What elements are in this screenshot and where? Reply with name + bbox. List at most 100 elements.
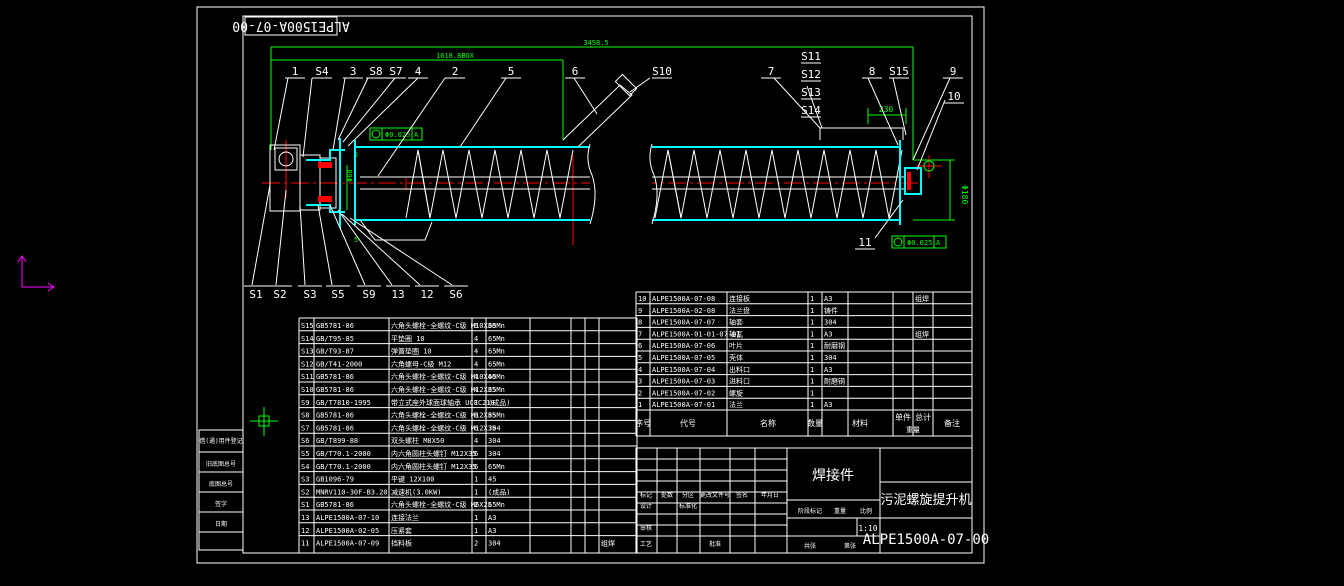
bom-left-cell: S7	[301, 424, 309, 432]
bom-right-cell: 10	[638, 295, 646, 303]
bom-right-header: 数量	[807, 418, 823, 428]
bom-left-cell: 11	[301, 540, 309, 548]
bom-right-cell: 1	[638, 401, 642, 409]
bom-left-cell: 双头螺柱 M8X50	[391, 436, 444, 445]
side-table-cell: 日期	[215, 520, 227, 528]
bom-right-cell: 2	[638, 389, 642, 397]
bom-right-cell: 1	[810, 295, 814, 303]
bom-left-cell: 65Mn	[488, 348, 505, 356]
bom-left-cell: GB5781-86	[316, 501, 354, 509]
bom-left-cell: 4	[474, 360, 478, 368]
bom-left-cell: 8	[474, 412, 478, 420]
bom-left-cell: 1	[474, 514, 478, 522]
bom-left-cell: GB5781-86	[316, 412, 354, 420]
bom-left-cell: 六角头螺栓-全螺纹-C级 M12X35	[391, 385, 496, 394]
title-block-cell: 签名	[736, 491, 748, 499]
bom-right-cell: 法兰盘	[729, 306, 750, 315]
bom-right-cell: 进料口	[729, 377, 750, 386]
assembly-type: 焊接件	[812, 467, 854, 484]
bom-left-cell: 65Mn	[488, 335, 505, 343]
bom-right-cell: 1	[810, 330, 814, 338]
dim-230-label: 230	[879, 105, 894, 114]
bom-right-header: 代号	[680, 418, 696, 428]
callout-label: 8	[869, 65, 876, 78]
bom-left-cell: 6	[474, 450, 478, 458]
right-marker	[923, 160, 935, 172]
title-block-cell: 处数	[661, 491, 673, 499]
dim-total-label: 3458.5	[583, 39, 608, 47]
bom-left-cell: S11	[301, 373, 314, 381]
bom-right-cell: ALPE1500A-07-03	[652, 378, 715, 386]
bom-left-cell: 4	[474, 437, 478, 445]
break-gap	[590, 144, 652, 224]
bom-right-header: 名称	[760, 418, 776, 428]
bom-right-cell: 出料口	[729, 365, 750, 374]
callout-label: S8	[369, 65, 382, 78]
callout-label: 9	[950, 65, 957, 78]
callout-label: 1	[292, 65, 299, 78]
bom-left-cell: 六角螺母-C级 M12	[391, 359, 451, 368]
bom-left-cell: MNRV110-30F-B3.20	[316, 488, 388, 496]
bom-left-cell: ALPE1500A-02-05	[316, 527, 379, 535]
bom-right-header: 总计	[915, 412, 931, 422]
bom-right-cell: 6	[638, 342, 642, 350]
bom-left-cell: 1	[474, 527, 478, 535]
bom-left-cell: S2	[301, 488, 309, 496]
dim-d180-label: Φ180	[960, 185, 969, 204]
bom-left-cell: 六角头螺栓-全螺纹-C级 M12X35	[391, 423, 496, 432]
title-block-cell: 第张	[844, 542, 856, 550]
callout-label: 7	[768, 65, 775, 78]
bom-left-cell: 6	[474, 322, 478, 330]
title-block-cell: 重量	[834, 507, 846, 515]
bom-left-cell: 压紧套	[391, 526, 412, 535]
bom-left-cell: 65Mn	[488, 373, 505, 381]
bom-right-cell: 壳体	[729, 353, 743, 362]
callout-label: 12	[420, 288, 433, 301]
bom-left-cell: S1	[301, 501, 309, 509]
bom-left-cell: GB/T70.1-2000	[316, 463, 371, 471]
bom-right-cell: ALPE1500A-07-04	[652, 366, 715, 374]
bom-left-cell: 13	[301, 514, 309, 522]
bom-left-cell: S5	[301, 450, 309, 458]
inlet-chute	[562, 73, 638, 148]
bom-right-cell: 9	[638, 307, 642, 315]
part-name: 污泥螺旋提升机	[880, 492, 971, 508]
title-block-cell: 设计	[640, 502, 652, 510]
bom-left-cell: GB1096-79	[316, 476, 354, 484]
bom-right-cell: ALPE1500A-07-01	[652, 401, 715, 409]
bom-left-cell: A3	[488, 527, 496, 535]
bom-left-cell: 4	[474, 373, 478, 381]
callout-label: S9	[362, 288, 375, 301]
bom-left-cell: 2	[474, 501, 478, 509]
bom-left-cell: GB5781-86	[316, 386, 354, 394]
break-lines	[587, 143, 658, 225]
screw-flights-left	[405, 149, 574, 219]
callout-label: S1	[249, 288, 262, 301]
bom-right-cell: ALPE1500A-01-01-07-01	[652, 330, 741, 338]
bom-left-cell: 平键 12X100	[391, 475, 435, 484]
drawing-number: ALPE1500A-07-00	[863, 532, 989, 548]
side-table-frame	[198, 429, 244, 551]
side-table-cell: 签字	[215, 500, 227, 508]
bom-left-cell: 4	[474, 386, 478, 394]
title-block-cell: 比例	[860, 507, 872, 515]
bom-right-cell: 1	[810, 389, 814, 397]
bom-right-cell: A3	[824, 295, 832, 303]
title-block-cell: 年月日	[761, 491, 779, 499]
title-block-cell: 审核	[640, 524, 652, 532]
bom-right-cell: 轴套	[729, 318, 743, 327]
bom-right-cell: A3	[824, 330, 832, 338]
bom-left-cell: 弹簧垫圈 10	[391, 347, 432, 356]
dim-d60-label: Φ60	[346, 169, 354, 182]
bom-left-cell: 2	[474, 540, 478, 548]
title-rev-box	[244, 16, 338, 36]
callout-label: 3	[350, 65, 357, 78]
title-block-cell: 工艺	[640, 540, 652, 548]
bom-left-cell: S12	[301, 360, 314, 368]
callout-label: 13	[391, 288, 404, 301]
leader-lines	[251, 77, 951, 286]
title-block-cell: 共张	[804, 542, 816, 550]
callout-label: 5	[508, 65, 515, 78]
